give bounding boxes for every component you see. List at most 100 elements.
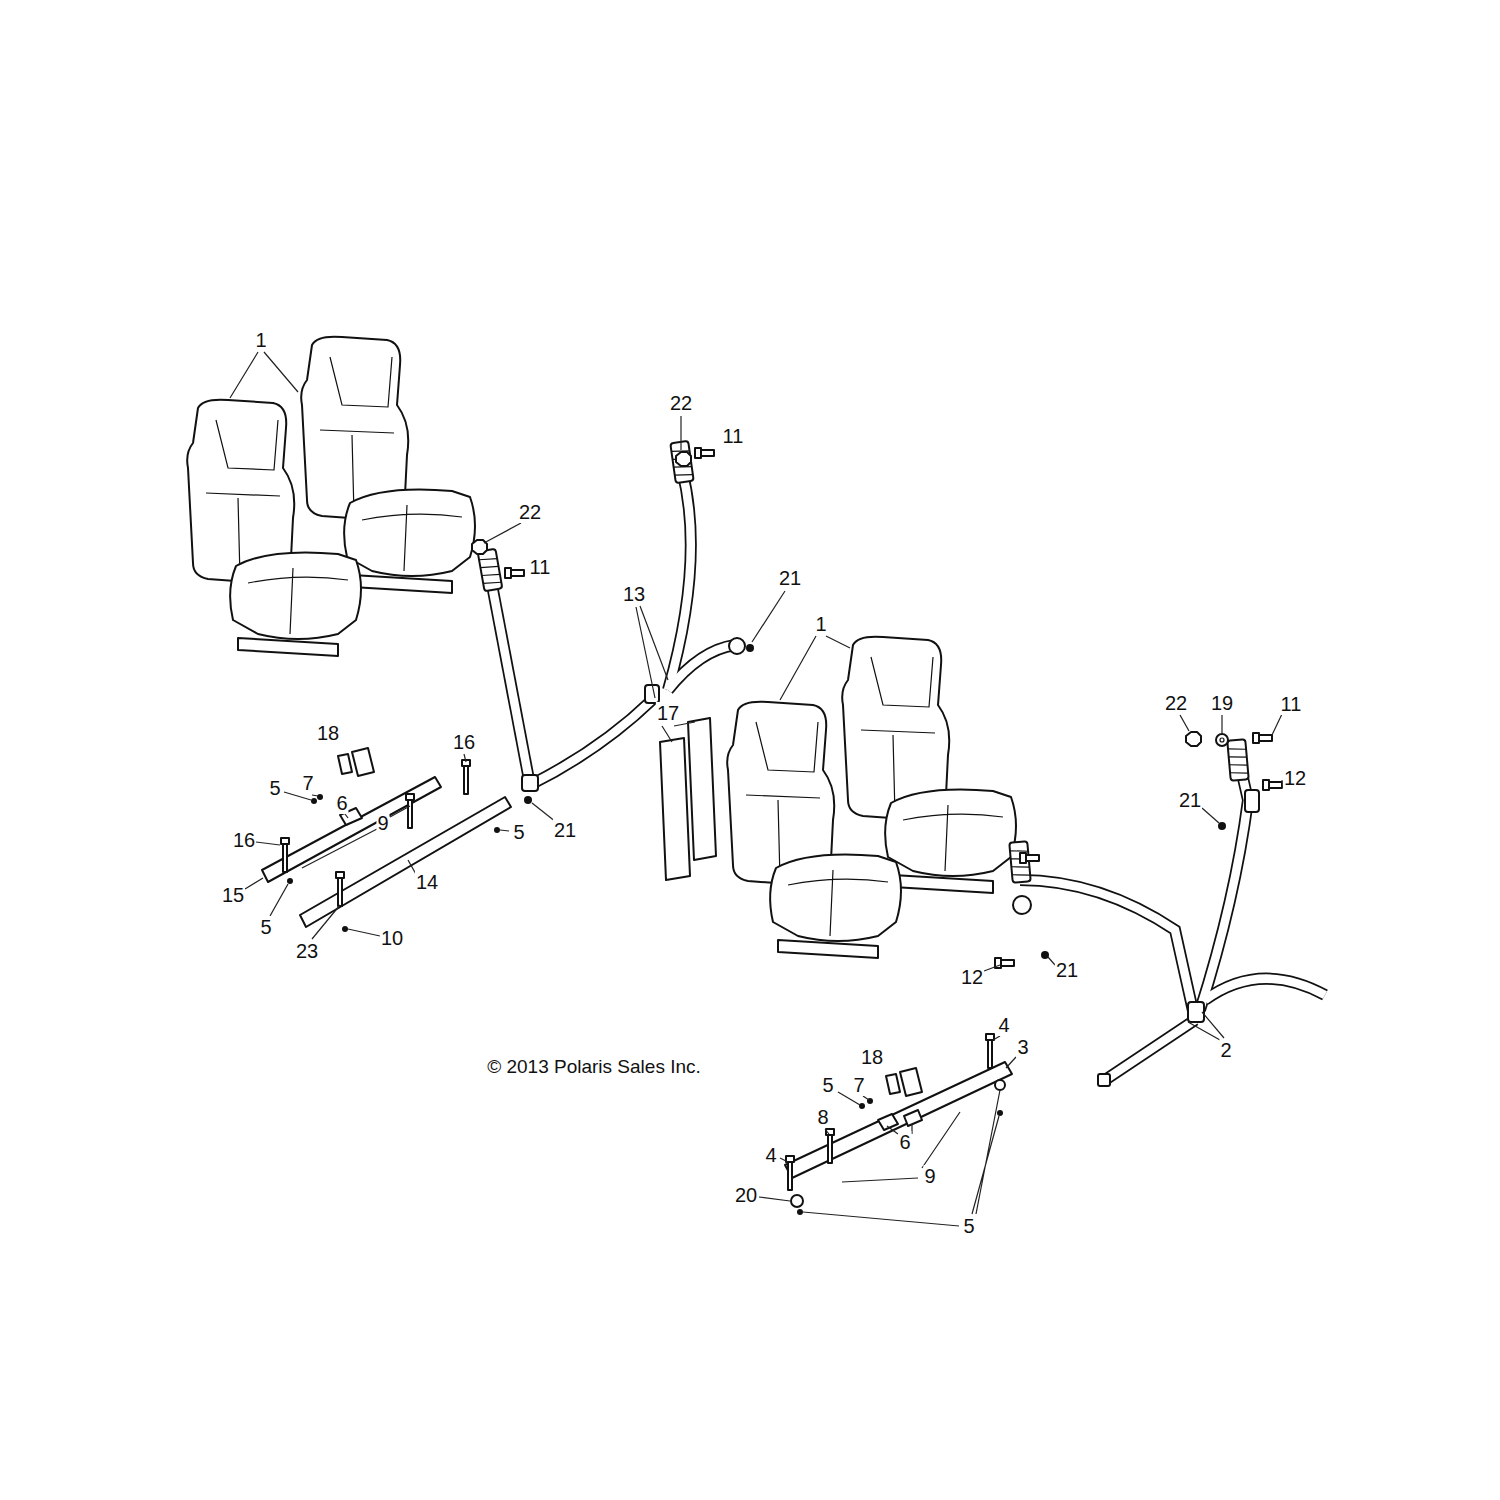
callout-number: 6 xyxy=(898,1131,911,1153)
drawing-part xyxy=(780,636,850,700)
drawing-part xyxy=(995,1080,1005,1090)
drawing-part xyxy=(878,1114,898,1130)
drawing-part xyxy=(1253,733,1272,743)
drawing-part xyxy=(668,470,691,690)
drawing-part xyxy=(997,1110,1003,1116)
drawing-part xyxy=(1020,880,1195,1020)
drawing-part xyxy=(1020,880,1195,1020)
drawing-part xyxy=(1041,951,1049,959)
drawing-part xyxy=(842,1112,960,1182)
drawing-part xyxy=(688,718,716,860)
drawing-part xyxy=(993,1036,1000,1040)
callout-number: 11 xyxy=(722,425,745,447)
drawing-part xyxy=(505,568,524,578)
seat-belts xyxy=(478,441,1325,1086)
drawing-part xyxy=(338,748,374,776)
drawing-part xyxy=(492,585,530,785)
callout-number: 19 xyxy=(1210,692,1234,714)
drawing-part xyxy=(230,352,298,398)
drawing-part xyxy=(1218,822,1226,830)
drawing-part xyxy=(287,878,293,884)
drawing-part xyxy=(1098,1074,1110,1086)
drawing-part xyxy=(256,842,280,845)
drawing-part xyxy=(1020,853,1039,863)
drawing-part xyxy=(1180,715,1189,731)
drawing-part xyxy=(1006,1057,1016,1068)
drawing-part xyxy=(1188,1012,1224,1040)
drawing-part xyxy=(1013,896,1031,914)
callout-number: 16 xyxy=(452,731,476,753)
drawing-part xyxy=(695,448,714,458)
drawing-part xyxy=(1202,808,1219,823)
drawing-part xyxy=(668,470,691,690)
callout-number: 21 xyxy=(553,819,577,841)
hardware xyxy=(472,448,1282,968)
callout-number: 5 xyxy=(821,1074,834,1096)
drawing-part xyxy=(262,777,441,882)
callout-number: 1 xyxy=(814,613,827,635)
drawing-part xyxy=(1216,734,1228,746)
callout-number: 2 xyxy=(1219,1039,1232,1061)
callout-number: 21 xyxy=(1055,959,1079,981)
callout-number: 7 xyxy=(852,1074,865,1096)
rails xyxy=(262,760,1012,1215)
drawing-part xyxy=(636,606,668,698)
drawing-part xyxy=(863,1096,869,1100)
drawing-part xyxy=(522,775,538,791)
drawing-part xyxy=(1221,715,1222,733)
callout-number: 16 xyxy=(232,829,256,851)
drawing-part xyxy=(785,1062,1012,1178)
callout-number: 17 xyxy=(656,702,680,724)
copyright-note: © 2013 Polaris Sales Inc. xyxy=(486,1057,702,1078)
drawing-part xyxy=(727,702,901,958)
callout-number: 7 xyxy=(301,772,314,794)
drawing-part xyxy=(1105,1020,1195,1080)
drawing-part xyxy=(780,1158,788,1162)
drawing-part xyxy=(494,827,500,833)
drawing-part xyxy=(492,585,530,785)
callout-number: 1 xyxy=(254,329,267,351)
drawing-part xyxy=(752,591,785,642)
drawing-part xyxy=(464,754,466,762)
drawing-part xyxy=(406,794,414,828)
drawing-part xyxy=(759,1197,790,1201)
drawing-part xyxy=(1205,979,1325,1000)
drawing-part xyxy=(311,798,317,804)
drawing-part xyxy=(668,645,735,690)
drawing-part xyxy=(348,929,380,936)
drawing-part xyxy=(1200,765,1248,1010)
callout-number: 20 xyxy=(734,1184,758,1206)
drawing-part xyxy=(530,700,652,785)
callout-number: 22 xyxy=(669,392,693,414)
drawing-part xyxy=(797,1209,803,1215)
drawing-part xyxy=(1263,780,1282,790)
drawing-part xyxy=(746,644,754,652)
drawing-part xyxy=(342,926,348,932)
drawing-part xyxy=(345,814,348,818)
drawing-part xyxy=(660,738,690,880)
drawing-part xyxy=(312,905,340,939)
drawing-part xyxy=(886,1068,922,1096)
callout-number: 4 xyxy=(764,1144,777,1166)
drawing-part xyxy=(312,795,318,796)
callout-number: 13 xyxy=(622,583,646,605)
drawing-part xyxy=(1245,790,1259,812)
drawing-part xyxy=(270,884,288,916)
drawing-part xyxy=(1188,1002,1204,1022)
callout-number: 15 xyxy=(221,884,245,906)
callout-number: 21 xyxy=(778,567,802,589)
callout-number: 5 xyxy=(962,1215,975,1237)
drawing-part xyxy=(478,549,503,592)
drawing-part xyxy=(680,416,681,450)
drawing-part xyxy=(1186,732,1201,746)
callout-number: 8 xyxy=(816,1106,829,1128)
drawing-part xyxy=(336,872,344,906)
callout-number: 18 xyxy=(316,722,340,744)
drawing-part xyxy=(530,700,652,785)
drawing-part xyxy=(904,1110,922,1126)
drawing-part xyxy=(302,806,410,868)
drawing-part xyxy=(484,523,521,543)
drawing-part xyxy=(645,685,659,703)
